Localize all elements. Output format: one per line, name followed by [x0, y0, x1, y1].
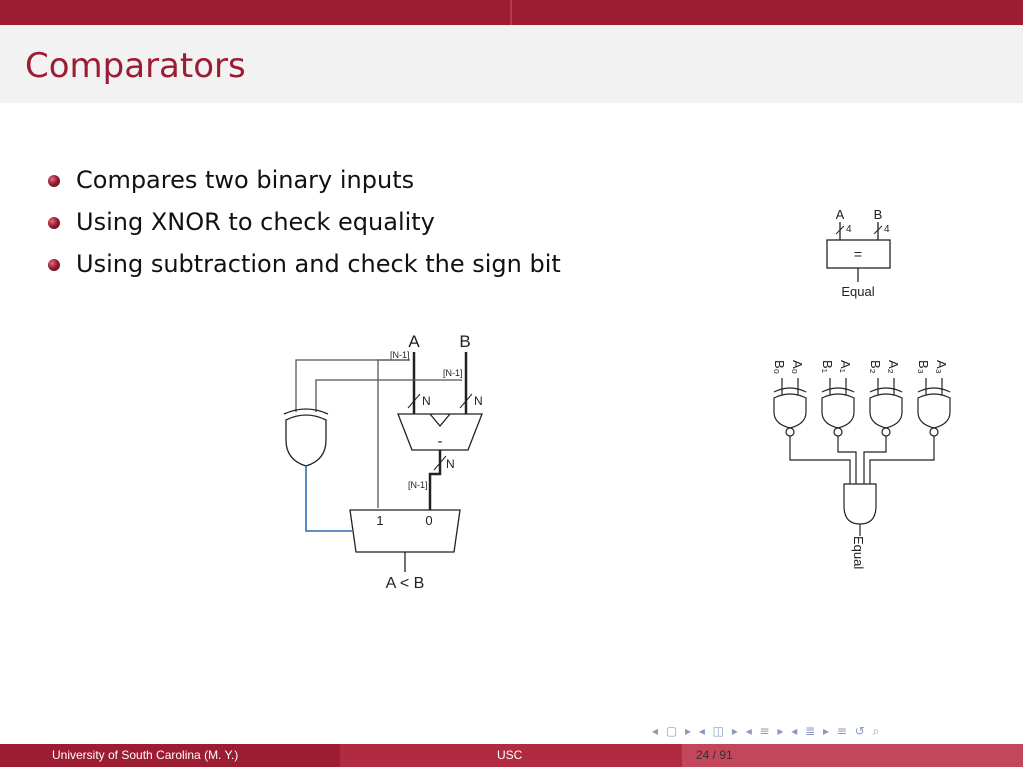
label-a2: A₂	[886, 360, 901, 374]
bus-diff	[428, 450, 442, 510]
label-operator: =	[854, 246, 862, 262]
beamer-nav[interactable]: ◂ ▢ ▸ ◂ ◫ ▸ ◂ ≡ ▸ ◂ ≣ ▸ ≡ ↺ ⌕	[652, 724, 881, 739]
bullet-text: Using XNOR to check equality	[76, 208, 435, 236]
mux	[349, 509, 461, 553]
bullet-text: Compares two binary inputs	[76, 166, 415, 194]
label-width-b: 4	[884, 224, 890, 235]
label-width-a: N	[422, 394, 431, 408]
label-mux-in1: 1	[376, 513, 383, 528]
xnor-gate-2: A₂ B₂	[868, 360, 903, 437]
wire-xnor1-and	[837, 436, 857, 484]
label-a0: A₀	[790, 360, 805, 374]
label-b0: B₀	[772, 360, 787, 374]
bus-slash-diff	[433, 455, 447, 471]
wire-xor-to-mux	[305, 466, 352, 532]
label-a1: A₁	[838, 360, 853, 374]
label-input-a: A	[408, 332, 420, 351]
label-b1: B₁	[820, 360, 835, 374]
label-output: Equal	[851, 536, 866, 569]
footer: University of South Carolina (M. Y.) USC…	[0, 744, 1023, 767]
footer-left	[0, 744, 340, 767]
prev-frame-icon[interactable]: ◂ ▢ ▸	[652, 724, 694, 738]
label-a3: A₃	[934, 360, 949, 374]
align-icon[interactable]: ≡	[836, 724, 849, 738]
bullet-icon	[48, 175, 60, 187]
and-gate	[843, 483, 877, 525]
bullet-item: Using subtraction and check the sign bit	[48, 249, 561, 291]
wire-xnor2-and	[863, 436, 887, 484]
xor-gate	[285, 414, 327, 467]
wire-xnor3-and	[869, 436, 935, 484]
wire-msb-b	[315, 379, 462, 412]
subtractor-block	[397, 413, 483, 451]
label-mux-in0: 0	[425, 513, 432, 528]
wire-msb-a-mux	[377, 359, 410, 508]
footer-page-number: 24 / 91	[696, 748, 733, 762]
xnor-and-equality-diagram: A₀ B₀ A₁ B₁ A₂ B₂ A₃ B₃ E	[772, 360, 951, 569]
bullet-list: Compares two binary inputs Using XNOR to…	[48, 165, 561, 291]
label-width-a: 4	[846, 224, 852, 235]
label-output: A < B	[386, 575, 425, 592]
bus-slash-a	[835, 225, 845, 235]
search-icon[interactable]: ↺ ⌕	[854, 724, 882, 738]
bus-slash-b	[459, 393, 473, 409]
wire-msb-a	[295, 359, 410, 412]
label-msb-diff: [N-1]	[408, 480, 428, 490]
bullet-item: Compares two binary inputs	[48, 165, 561, 207]
bullet-icon	[48, 259, 60, 271]
subtractor-comparator-diagram: A B [N-1] [N-1] N N - N [N-1] 1 0 A < B	[283, 332, 483, 592]
label-b3: B₃	[916, 360, 931, 374]
label-b2: B₂	[868, 360, 883, 374]
label-input-b: B	[874, 207, 883, 222]
label-input-b: B	[459, 332, 470, 351]
slide-title: Comparators	[25, 46, 246, 86]
bullet-icon	[48, 217, 60, 229]
footer-middle	[340, 744, 682, 767]
xnor-gate-0: A₀ B₀	[772, 360, 807, 437]
bullet-item: Using XNOR to check equality	[48, 207, 561, 249]
bus-slash-a	[407, 393, 421, 409]
label-width-diff: N	[446, 457, 455, 471]
next-section-icon[interactable]: ◂ ≣ ▸	[791, 724, 831, 738]
bus-slash-b	[873, 225, 883, 235]
label-width-b: N	[474, 394, 483, 408]
label-input-a: A	[836, 207, 845, 222]
next-frame-icon[interactable]: ◂ ◫ ▸	[698, 724, 740, 738]
bullet-text: Using subtraction and check the sign bit	[76, 250, 561, 278]
footer-right	[682, 744, 1023, 767]
prev-section-icon[interactable]: ◂ ≡ ▸	[745, 724, 786, 738]
label-output: Equal	[841, 284, 874, 299]
title-bar	[0, 25, 1023, 103]
equality-block-diagram: A B 4 4 = Equal	[826, 207, 891, 299]
footer-short: USC	[497, 748, 523, 762]
top-bar-divider	[510, 0, 512, 25]
top-bar	[0, 0, 1023, 25]
xor-gate-back-curve	[283, 408, 329, 415]
label-operator: -	[438, 433, 443, 450]
xnor-gate-3: A₃ B₃	[916, 360, 951, 437]
wire-xnor0-and	[789, 436, 851, 484]
xnor-gate-1: A₁ B₁	[820, 360, 855, 437]
label-msb-a: [N-1]	[390, 350, 410, 360]
label-msb-b: [N-1]	[443, 368, 463, 378]
footer-institution: University of South Carolina (M. Y.)	[52, 748, 239, 762]
